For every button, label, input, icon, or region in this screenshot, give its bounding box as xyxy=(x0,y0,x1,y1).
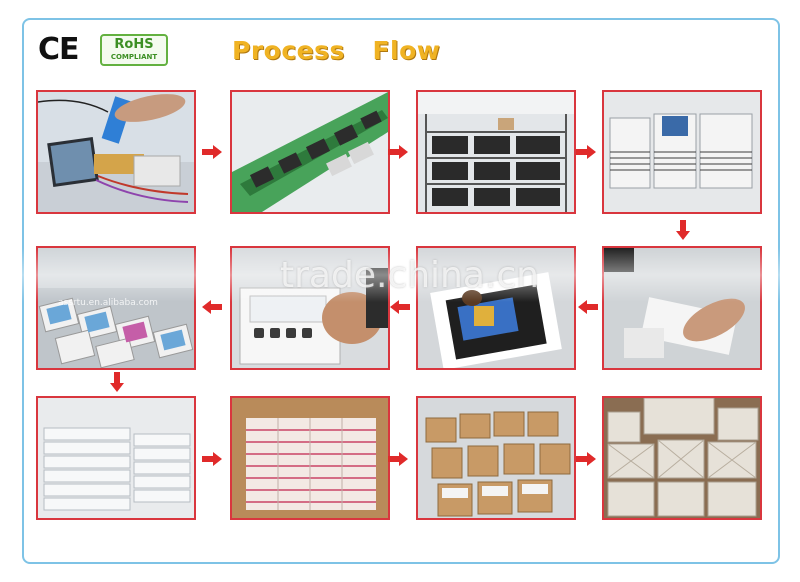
step-photo-11-carton-packing xyxy=(416,396,576,520)
watermark-band xyxy=(0,248,800,302)
trade-china-watermark: trade.china.cn xyxy=(280,255,539,296)
step-photo-5-inspection xyxy=(602,246,762,370)
flow-arrow-right-2-3 xyxy=(388,145,408,159)
step-photo-4-stacked-units xyxy=(602,90,762,214)
flow-arrow-right-1-2 xyxy=(202,145,222,159)
flow-arrow-right-10-11 xyxy=(388,452,408,466)
boxed-units-photo xyxy=(232,398,388,518)
function-check-photo xyxy=(232,248,388,368)
production-line-photo xyxy=(232,92,388,212)
flow-arrow-left-6-7 xyxy=(390,300,410,314)
rohs-compliant-badge: RoHS COMPLIANT xyxy=(100,34,168,66)
step-photo-3-aging-rack xyxy=(416,90,576,214)
wrapped-units-photo xyxy=(38,398,194,518)
step-photo-1-assembly-soldering xyxy=(36,90,196,214)
step-photo-10-boxed-units xyxy=(230,396,390,520)
aging-rack-photo xyxy=(418,92,574,212)
flow-arrow-right-3-4 xyxy=(576,145,596,159)
page-title: Process Flow xyxy=(232,36,441,65)
flow-arrow-down-4-5 xyxy=(676,220,690,240)
shop-watermark: assrtu.en.alibaba.com xyxy=(58,298,158,308)
display-check-photo xyxy=(38,248,194,368)
flow-arrow-right-11-12 xyxy=(576,452,596,466)
ce-mark: CE xyxy=(38,32,80,67)
sealed-cartons-photo xyxy=(604,398,760,518)
screen-testing-photo xyxy=(418,248,574,368)
step-photo-8-display-check xyxy=(36,246,196,370)
inspection-photo xyxy=(604,248,760,368)
stacked-units-photo xyxy=(604,92,760,212)
flow-arrow-right-9-10 xyxy=(202,452,222,466)
assembly-soldering-photo xyxy=(38,92,194,212)
step-photo-9-wrapped-units xyxy=(36,396,196,520)
step-photo-2-production-line xyxy=(230,90,390,214)
flow-arrow-left-7-8 xyxy=(202,300,222,314)
step-photo-12-sealed-cartons xyxy=(602,396,762,520)
carton-packing-photo xyxy=(418,398,574,518)
flow-arrow-down-8-9 xyxy=(110,372,124,392)
rohs-compliant-label: COMPLIANT xyxy=(110,53,158,61)
step-photo-6-screen-testing xyxy=(416,246,576,370)
rohs-label: RoHS xyxy=(114,37,154,52)
flow-arrow-left-5-6 xyxy=(578,300,598,314)
step-photo-7-function-check xyxy=(230,246,390,370)
